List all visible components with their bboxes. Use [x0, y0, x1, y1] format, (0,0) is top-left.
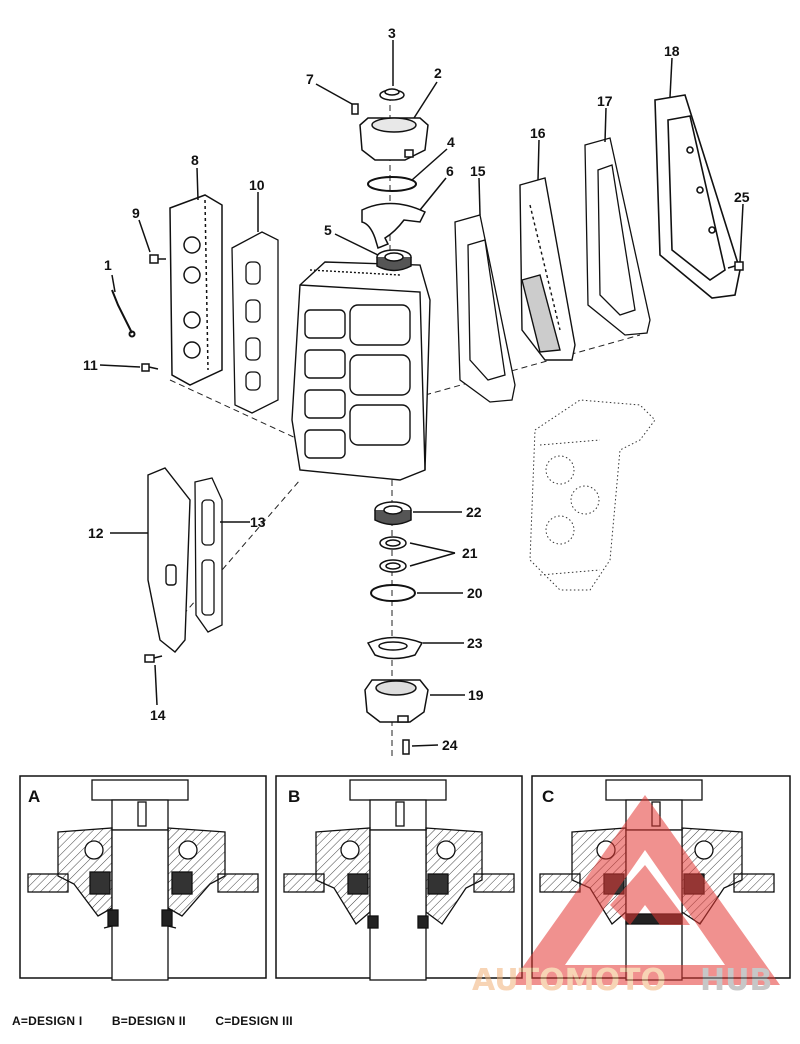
- panel-b: B: [275, 775, 523, 981]
- panel-b-section: [283, 779, 515, 981]
- part-23-gasket: [366, 636, 424, 660]
- part-9-bolt: [149, 254, 166, 264]
- watermark-text-a: AUTOMOTO: [472, 963, 666, 998]
- callout-leaders: [99, 40, 744, 747]
- part-17-gasket: [584, 137, 651, 336]
- watermark-triangle-icon: [510, 795, 780, 985]
- part-2-end-cap: [359, 117, 429, 161]
- part-25-screw: [727, 261, 744, 271]
- callout-14: 14: [150, 707, 166, 723]
- part-15-gasket: [454, 214, 516, 403]
- part-7-screw: [351, 103, 359, 115]
- panel-a-letter: A: [28, 787, 40, 806]
- watermark-text-b: HUB: [700, 963, 772, 998]
- callout-6: 6: [446, 163, 454, 179]
- part-1-hook: [111, 289, 136, 338]
- part-13-gasket: [194, 477, 223, 633]
- part-5-bearing: [376, 249, 412, 272]
- part-3-seal: [379, 88, 405, 101]
- part-6-gasket: [361, 202, 427, 250]
- panel-c-letter: C: [542, 787, 554, 806]
- part-24-screw: [402, 739, 410, 755]
- callout-17: 17: [597, 93, 613, 109]
- panel-b-letter: B: [288, 787, 300, 806]
- callout-labels: 1 2 3 4 5 6 7 8 9 10 11 12 13 14 15 16 1…: [83, 25, 750, 753]
- callout-15: 15: [470, 163, 486, 179]
- callout-7: 7: [306, 71, 314, 87]
- part-19-end-cap: [364, 679, 429, 723]
- legend-design-1: A=DESIGN I: [12, 1014, 83, 1028]
- part-18-manifold-cover: [654, 94, 741, 299]
- callout-13: 13: [250, 514, 266, 530]
- callout-1: 1: [104, 257, 112, 273]
- panel-a-section: [27, 779, 259, 981]
- callout-9: 9: [132, 205, 140, 221]
- design-legend: A=DESIGN I B=DESIGN II C=DESIGN III: [12, 1014, 319, 1028]
- part-8-cover-plate: [169, 194, 223, 386]
- callout-12: 12: [88, 525, 104, 541]
- callout-19: 19: [468, 687, 484, 703]
- part-11-screw: [141, 363, 159, 372]
- callout-18: 18: [664, 43, 680, 59]
- callout-21: 21: [462, 545, 478, 561]
- callout-2: 2: [434, 65, 442, 81]
- part-21-seals: [379, 536, 407, 573]
- callout-3: 3: [388, 25, 396, 41]
- callout-10: 10: [249, 177, 265, 193]
- callout-22: 22: [466, 504, 482, 520]
- part-10-gasket: [231, 231, 279, 414]
- part-14-screw: [144, 654, 163, 663]
- part-16-divider-plate: [519, 177, 576, 361]
- callout-8: 8: [191, 152, 199, 168]
- callout-20: 20: [467, 585, 483, 601]
- callout-5: 5: [324, 222, 332, 238]
- part-4-o-ring: [367, 176, 417, 192]
- legend-design-2: B=DESIGN II: [111, 1014, 186, 1028]
- callout-24: 24: [442, 737, 458, 753]
- legend-design-3: C=DESIGN III: [215, 1014, 293, 1028]
- callout-23: 23: [467, 635, 483, 651]
- part-22-bearing: [374, 501, 412, 526]
- callout-4: 4: [447, 134, 455, 150]
- cylinder-block-ghost: [529, 399, 656, 591]
- callout-11: 11: [83, 357, 98, 373]
- callout-25: 25: [734, 189, 750, 205]
- part-12-transfer-cover: [147, 467, 191, 653]
- panel-a: A: [19, 775, 267, 981]
- watermark-logo: AUTOMOTO HUB: [472, 795, 780, 998]
- part-20-o-ring: [370, 584, 416, 602]
- callout-16: 16: [530, 125, 546, 141]
- crankcase-block: [291, 261, 431, 481]
